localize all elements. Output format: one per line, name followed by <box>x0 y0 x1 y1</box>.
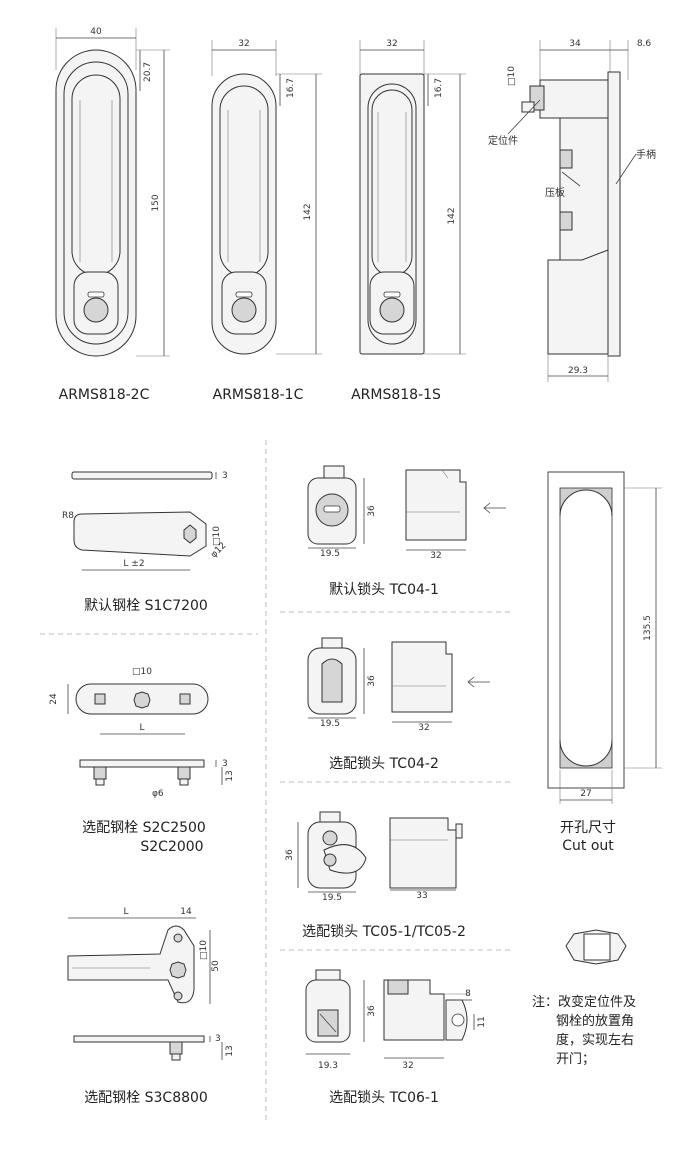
lock1-height: 36 <box>367 505 377 517</box>
dim-top-1s: 16.7 <box>434 78 444 98</box>
lock-tc05: 36 19.5 33 选配锁头 TC05-1/TC05-2 <box>285 811 466 940</box>
bolt1-length: L ±2 <box>123 559 144 569</box>
model-label-1s: ARMS818-1S <box>351 387 441 403</box>
dim-height-1s: 142 <box>447 207 457 224</box>
lock-tc04-1: 36 19.5 32 默认锁头 TC04-1 <box>307 465 506 598</box>
dim-side-top-right: 8.6 <box>637 39 652 49</box>
bolt2-width: 24 <box>49 693 59 705</box>
note-block: 注：改变定位件及 钢栓的放置角 度，实现左右 开门； <box>532 929 636 1067</box>
bolt3-height: 50 <box>211 960 221 972</box>
lock4-ring-width: 8 <box>465 989 471 999</box>
dim-width-2c: 40 <box>90 27 102 37</box>
label-locator: 定位件 <box>488 134 518 147</box>
note-line3: 度，实现左右 <box>556 1032 634 1048</box>
bolt3-h2: 3 <box>215 1034 221 1044</box>
bolt3-label: 选配钢栓 S3C8800 <box>84 1090 208 1106</box>
bolt3-width: 14 <box>180 907 192 917</box>
lock-tc04-2: 36 19.5 32 选配锁头 TC04-2 <box>307 637 490 772</box>
dim-side-bottom: 29.3 <box>568 366 588 376</box>
bolt1-square: □10 <box>212 526 222 546</box>
dim-height-2c: 150 <box>151 194 161 211</box>
side-view-drawing: 34 8.6 □10 定位件 压板 手柄 29.3 <box>488 39 656 382</box>
lock3-height: 36 <box>285 849 295 861</box>
bolt2-h2: 3 <box>222 759 228 769</box>
dim-width-1c: 32 <box>238 39 249 49</box>
handle-drawing-1c: 32 16.7 142 ARMS818-1C <box>211 39 322 403</box>
handle-drawing-2c: 40 20.7 150 ARMS818-2C <box>55 27 170 403</box>
lock3-label: 选配锁头 TC05-1/TC05-2 <box>302 924 466 940</box>
lock4-depth: 32 <box>402 1061 413 1071</box>
lock2-height: 36 <box>367 675 377 687</box>
bolt-s1c7200: 3 R8 □10 φ12 L ±2 默认钢栓 S1C7200 <box>62 471 228 614</box>
bolt2-diameter: φ6 <box>152 789 164 799</box>
dim-top-2c: 20.7 <box>143 62 153 82</box>
bolt2-label-line2: S2C2000 <box>140 839 203 855</box>
cutout-title-cn: 开孔尺寸 <box>560 820 616 836</box>
lock-tc06-1: 36 19.3 8 11 32 选配锁头 TC06-1 <box>305 969 487 1106</box>
bolt2-square: □10 <box>132 667 152 677</box>
label-plate: 压板 <box>545 186 565 199</box>
lock2-depth: 32 <box>418 723 429 733</box>
bolt-s2c2500: □10 24 L 3 13 φ6 选配钢栓 S2C2500 S2C2000 <box>49 667 235 855</box>
dim-side-top: 34 <box>569 39 581 49</box>
bolt1-radius: R8 <box>62 511 74 521</box>
cutout-width: 27 <box>580 789 591 799</box>
cutout-drawing: 135.5 27 开孔尺寸 Cut out <box>547 471 662 854</box>
bolt2-label-line1: 选配钢栓 S2C2500 <box>82 820 206 836</box>
bolt3-length: L <box>123 907 128 917</box>
bolt2-length: L <box>139 723 144 733</box>
lock4-label: 选配锁头 TC06-1 <box>329 1090 439 1106</box>
lock4-width: 19.3 <box>318 1061 338 1071</box>
dim-top-1c: 16.7 <box>286 78 296 98</box>
lock1-width: 19.5 <box>320 549 340 559</box>
cutout-height: 135.5 <box>643 615 653 641</box>
bolt-s3c8800: L 14 □10 50 3 13 选配钢栓 S3C8800 <box>67 907 235 1106</box>
model-label-2c: ARMS818-2C <box>59 387 150 403</box>
model-label-1c: ARMS818-1C <box>213 387 304 403</box>
dim-height-1c: 142 <box>303 203 313 220</box>
bolt3-h1: 13 <box>225 1045 235 1056</box>
dim-width-1s: 32 <box>386 39 397 49</box>
lock4-ring-height: 11 <box>477 1016 487 1027</box>
lock2-width: 19.5 <box>320 719 340 729</box>
bolt3-square: □10 <box>199 940 209 960</box>
lock3-width: 19.5 <box>322 893 342 903</box>
note-line2: 钢栓的放置角 <box>556 1013 634 1029</box>
dim-side-square: □10 <box>507 66 517 86</box>
note-line4: 开门； <box>556 1052 595 1067</box>
cutout-title-en: Cut out <box>562 838 614 854</box>
bolt1-thickness: 3 <box>222 471 228 481</box>
lock1-depth: 32 <box>430 551 441 561</box>
handle-drawing-1s: 32 16.7 142 ARMS818-1S <box>351 39 466 403</box>
lock3-depth: 33 <box>416 891 427 901</box>
label-handle: 手柄 <box>636 148 656 161</box>
lock1-label: 默认锁头 TC04-1 <box>329 582 439 598</box>
bolt1-label: 默认钢栓 S1C7200 <box>84 598 208 614</box>
note-line1: 注：改变定位件及 <box>532 994 636 1010</box>
bolt2-h1: 13 <box>225 770 235 781</box>
lock2-label: 选配锁头 TC04-2 <box>329 756 439 772</box>
lock4-height: 36 <box>367 1005 377 1017</box>
